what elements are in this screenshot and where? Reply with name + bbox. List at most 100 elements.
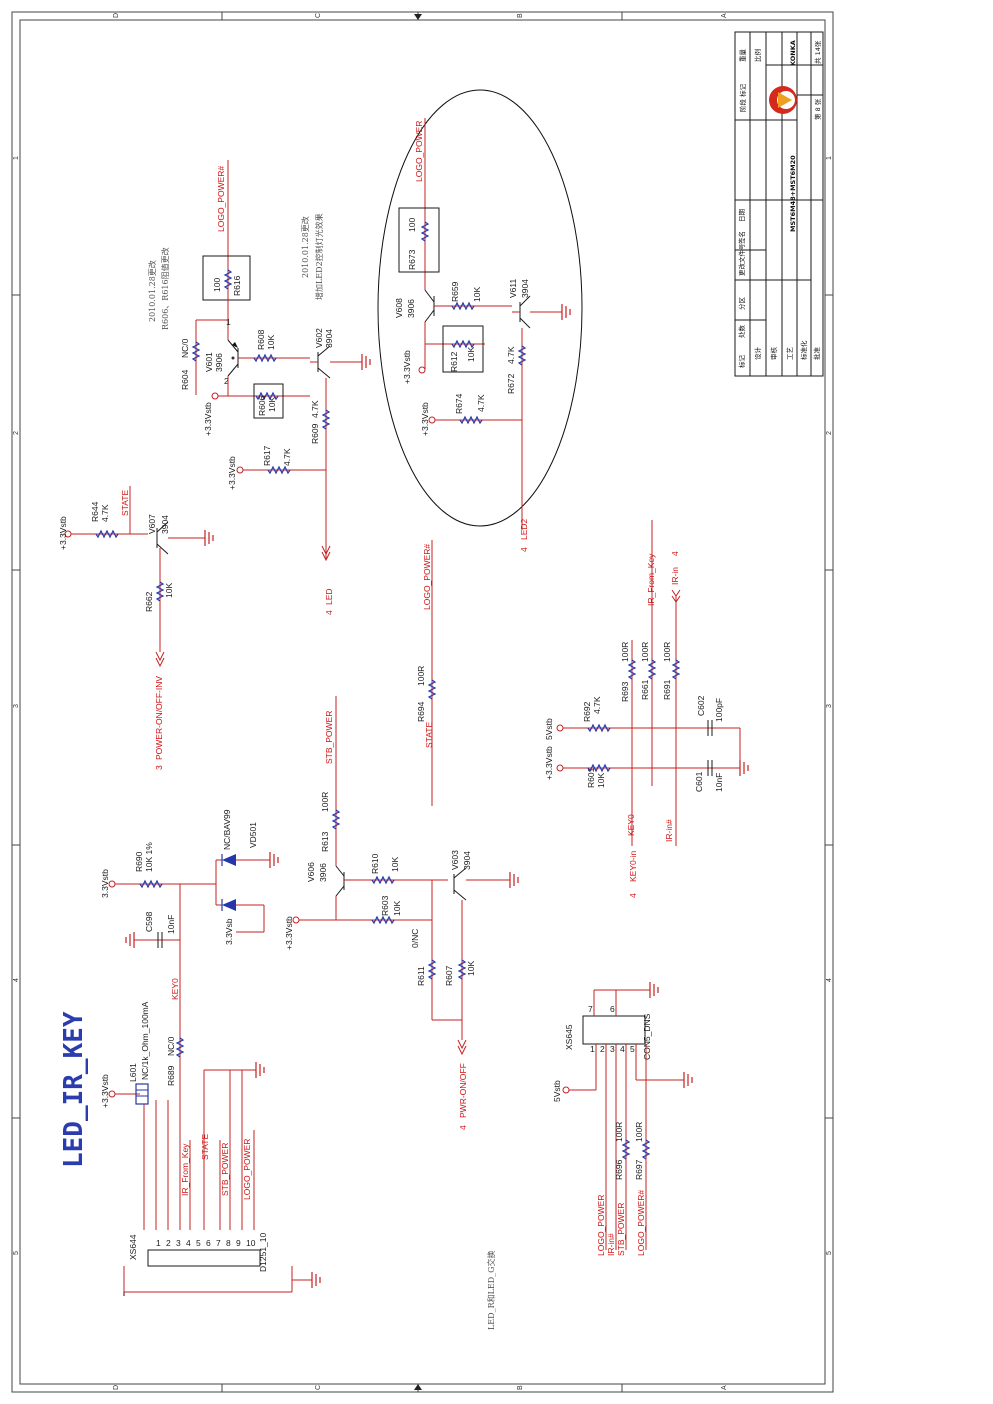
v601-ref: V601 [204, 352, 214, 372]
r606-ref: R606 [257, 395, 267, 416]
v608-ref: V608 [394, 298, 404, 318]
xs644-pin-6: 6 [206, 1238, 211, 1248]
r694-ref: R694 [416, 701, 426, 722]
r604-ref: R604 [180, 369, 190, 390]
r662-ref: R662 [144, 591, 154, 612]
tb-total: 共 14张 [813, 40, 822, 64]
v611-ref: V611 [508, 279, 518, 298]
r672-value: 4.7K [506, 346, 516, 364]
r694-value: 100R [416, 666, 426, 686]
zone-right-2: 2 [826, 431, 833, 435]
title-block: 标记 处数 分区 更改文件号 签名 日期 设计 审核 工艺 标准化 批准 阶段 … [734, 31, 824, 377]
zone-top-b: B [517, 13, 524, 18]
r601-ref: R601 [586, 767, 596, 788]
net-stb-power-2: STB_POWER [220, 1143, 230, 1196]
v33-terminal-11 [108, 1090, 116, 1098]
net-stb-power: STB_POWER [324, 711, 334, 764]
xs645-pin-6: 6 [610, 1004, 615, 1014]
zone-labels: D C B A D C B A 1 2 3 4 5 1 2 3 4 5 [13, 13, 833, 1390]
v603-value: 3904 [462, 851, 472, 870]
zone-bot-c: C [315, 1385, 322, 1390]
v33-5v-terminal [556, 724, 564, 732]
v33-terminal-9 [108, 880, 116, 888]
xs645-pin-5: 5 [630, 1044, 635, 1054]
r644-ref: R644 [90, 501, 100, 522]
net-v33-2: +3.3Vstb [227, 456, 237, 490]
r603-value: 10K [392, 901, 402, 916]
zone-top-d: D [113, 13, 120, 18]
logo-power-led2-block: LOGO_POWER R673 100 V608 3906 R659 10K V… [394, 118, 571, 552]
r690-value: 10K 1% [144, 842, 154, 872]
tb-row-label-3: 分区 [737, 297, 746, 311]
net-led2: LED2 [519, 518, 529, 540]
xs644-ref: XS644 [128, 1234, 138, 1260]
c601-value: 10nF [714, 773, 724, 792]
xs644-pin-4: 4 [186, 1238, 191, 1248]
xs644-pin-2: 2 [166, 1238, 171, 1248]
tb-brand: KONKA [789, 40, 797, 66]
l601-value: NC/1k_Ohm_100mA [140, 1001, 150, 1080]
r608-value: 10K [266, 335, 276, 350]
state-r694-block: LOGO_POWER# 100R R694 STATE [416, 540, 437, 806]
xs644-pin-8: 8 [226, 1238, 231, 1248]
r697-ref: R697 [634, 1159, 644, 1180]
xs644-pin-9: 9 [236, 1238, 241, 1248]
note-3: LED_R和LED_G交换 [486, 1250, 496, 1330]
tb-role-5: 批准 [812, 347, 821, 361]
r609-ref: R609 [310, 423, 320, 444]
xs644-value: D1251_10 [258, 1232, 268, 1272]
r601-value: 10K [596, 773, 606, 788]
net-ir-from-key: IR_From_Key [646, 553, 656, 606]
tb-sheet: 第 8 张 [813, 98, 822, 120]
net-logo-power: LOGO_POWER [414, 121, 424, 182]
v611-value: 3904 [520, 279, 530, 298]
r673-value: 100 [407, 218, 417, 232]
v33-terminal-4 [428, 416, 436, 424]
r608-ref: R608 [256, 329, 266, 350]
tb-row-label-1: 标记 [737, 355, 746, 369]
v33-terminal-1 [211, 392, 219, 400]
tb-role-2: 审核 [769, 347, 778, 361]
xs644-pin-1: 1 [156, 1238, 161, 1248]
connector-xs644-block: IR_From_Key STATE STB_POWER LOGO_POWER X… [123, 1062, 321, 1296]
v602-value: 3904 [324, 329, 334, 348]
tb-row-label-5: 签名 [737, 231, 746, 244]
net-logo-power-2: LOGO_POWER [242, 1139, 252, 1200]
v601-pin-1: 1 [226, 317, 231, 327]
tb-role-1: 设计 [753, 347, 762, 361]
vd501-ref: VD501 [248, 822, 258, 848]
zone-right-5: 5 [826, 1251, 833, 1255]
r611-value: 0/NC [410, 929, 420, 948]
tb-role-4: 标准化 [799, 340, 808, 360]
r661-value: 100R [640, 642, 650, 662]
r617-ref: R617 [262, 445, 272, 466]
tb-role-3: 工艺 [786, 347, 794, 361]
key-input-block: 3.3Vstb R690 10K 1% NC/BAV99 VD501 3.3Vs… [100, 809, 279, 1230]
r613-value: 100R [320, 792, 330, 812]
net-power-on-off-inv: POWER-ON/OFF-INV [154, 676, 164, 760]
c598-value: 10nF [166, 915, 176, 934]
v33-terminal-3 [418, 366, 426, 374]
r673-ref: R673 [407, 249, 417, 270]
v33-terminal-8 [292, 916, 300, 924]
note-2-line-2: 增加LED2控制灯光效果 [314, 213, 324, 300]
v602-ref: V602 [314, 328, 324, 348]
page-title: LED_IR_KEY [59, 1011, 89, 1168]
tb-stage-mark: 阶段 标记 [738, 83, 747, 112]
l601-ref: L601 [128, 1063, 138, 1082]
led2-port-num: 4 [519, 547, 529, 552]
xs645-pin-1: 1 [590, 1044, 595, 1054]
c601-ref: C601 [694, 771, 704, 792]
net-state-1: STATE [120, 490, 130, 516]
r616-ref: R616 [232, 275, 242, 296]
zone-left-4: 4 [13, 978, 20, 982]
key0-port-num: 4 [628, 893, 638, 898]
r662-value: 10K [164, 583, 174, 598]
net-stb-power-3: STB_POWER [616, 1203, 626, 1256]
xs644-pin-10: 10 [246, 1238, 256, 1248]
net-v33-8: +3.3Vstb [284, 916, 294, 950]
state-block: +3.3Vstb R644 4.7K STATE V607 3904 R662 … [58, 486, 214, 770]
tb-row-label-4: 更改文件号 [737, 243, 746, 276]
c602-ref: C602 [696, 695, 706, 716]
net-v33-4: +3.3Vstb [420, 402, 430, 436]
